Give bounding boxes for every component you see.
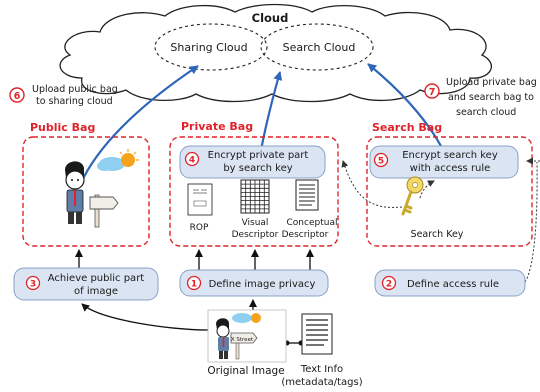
step2-text: Define access rule xyxy=(407,279,499,290)
step4-line1: Encrypt private part xyxy=(208,150,309,161)
search-bag-box xyxy=(366,136,533,247)
step7-line2: and search bag to xyxy=(448,92,534,103)
step3-line1: Achieve public part xyxy=(48,273,145,284)
public-bag-box xyxy=(22,136,150,247)
step4-line2: by search key xyxy=(223,163,292,174)
search-bag-title: Search Bag xyxy=(372,121,442,134)
public-bag-title: Public Bag xyxy=(30,121,95,134)
step1-badge xyxy=(186,275,202,291)
upload-public-arrow xyxy=(78,65,199,186)
step3-line2: of image xyxy=(74,286,118,297)
step6-badge xyxy=(9,87,25,103)
visual-descriptor-line2: Descriptor xyxy=(232,230,279,240)
rop-icon xyxy=(187,183,213,216)
step7-line1: Upload private bag xyxy=(446,77,537,88)
private-bag-title: Private Bag xyxy=(181,120,253,133)
rop-label: ROP xyxy=(190,223,209,233)
step5-box xyxy=(369,145,519,179)
step1-box xyxy=(179,269,329,297)
key-to-step5-arrow xyxy=(419,180,435,199)
search-cloud-label: Search Cloud xyxy=(283,41,356,54)
text-info-icon xyxy=(301,313,333,355)
step1-number: 1 xyxy=(191,280,197,290)
step4-badge xyxy=(184,151,200,167)
step2-to-step5-line xyxy=(524,161,538,283)
step5-badge xyxy=(373,152,389,168)
text-info-line2: (metadata/tags) xyxy=(281,377,362,388)
step6-line1: Upload public bag xyxy=(32,84,118,95)
step6-line2: to sharing cloud xyxy=(36,96,113,107)
visual-descriptor-icon xyxy=(240,179,270,214)
text-info-line1: Text Info xyxy=(300,364,343,375)
step2-badge xyxy=(381,275,397,291)
step7-badge xyxy=(424,83,440,99)
step3-box xyxy=(13,267,159,301)
original-image-label: Original Image xyxy=(207,365,284,377)
step7-number: 7 xyxy=(429,87,436,98)
conceptual-descriptor-line2: Descriptor xyxy=(282,230,329,240)
key-icon xyxy=(401,176,424,216)
step4-number: 4 xyxy=(189,156,195,166)
search-cloud-ellipse xyxy=(260,23,374,71)
step1-text: Define image privacy xyxy=(209,279,316,290)
original-image-icon: X Street xyxy=(207,309,287,363)
key-to-step4-arrow xyxy=(341,160,403,208)
sharing-cloud-label: Sharing Cloud xyxy=(170,41,247,54)
search-key-label: Search Key xyxy=(411,229,464,240)
private-bag-box xyxy=(169,136,339,247)
conceptual-descriptor-icon xyxy=(295,179,319,211)
public-image-icon xyxy=(65,149,139,228)
image-to-step3-arrow xyxy=(81,303,209,331)
sharing-cloud-ellipse xyxy=(154,23,268,71)
step7-line3: search cloud xyxy=(456,107,516,118)
step6-number: 6 xyxy=(14,91,21,102)
step5-line2: with access rule xyxy=(410,163,491,174)
step3-badge xyxy=(25,275,41,291)
step2-box xyxy=(374,269,526,297)
conceptual-descriptor-line1: Conceptual xyxy=(287,218,338,228)
sign-text: X Street xyxy=(231,337,254,343)
step5-number: 5 xyxy=(378,157,384,167)
step2-number: 2 xyxy=(386,280,392,290)
visual-descriptor-line1: Visual xyxy=(242,218,269,228)
cloud-title: Cloud xyxy=(252,11,289,25)
step5-line1: Encrypt search key xyxy=(402,150,498,161)
step4-box xyxy=(179,145,326,179)
step3-number: 3 xyxy=(30,280,36,290)
